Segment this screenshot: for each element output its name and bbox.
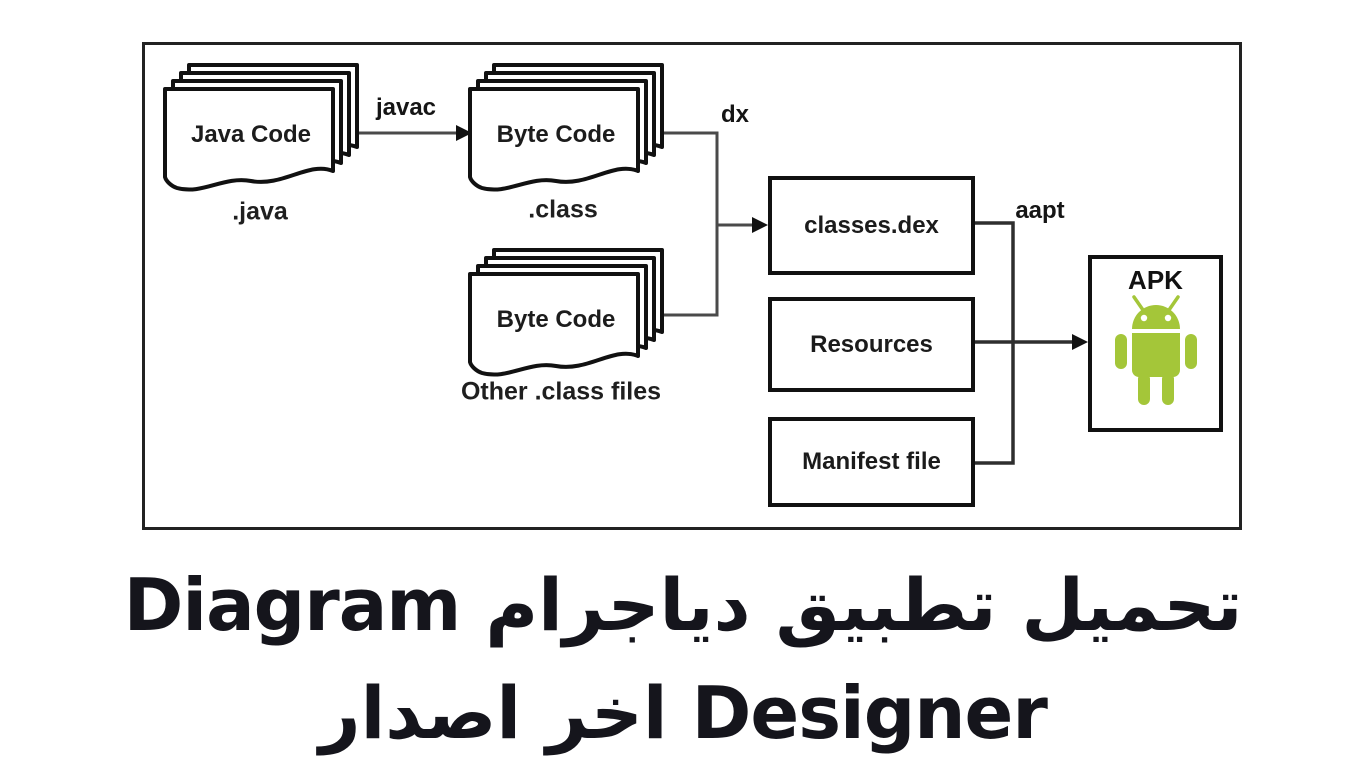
- aapt-label: aapt: [1015, 197, 1065, 224]
- java-code-stack: Java Code: [163, 63, 359, 197]
- document-stack-icon: [163, 63, 359, 192]
- android-robot-icon: [1114, 294, 1197, 405]
- caption-line-2: Designer اخر اصدار: [319, 671, 1048, 755]
- other-class-stack: Byte Code: [468, 248, 664, 382]
- build-process-diagram: Java Code .java Byte Code .class: [142, 42, 1242, 530]
- classes-dex-box: classes.dex: [768, 176, 975, 275]
- byte-code-stack: Byte Code: [468, 63, 664, 197]
- connector-lines: [350, 125, 1088, 465]
- apk-label: APK: [1128, 265, 1183, 295]
- javac-label: javac: [375, 94, 437, 121]
- apk-box: APK: [1088, 255, 1223, 432]
- javac-arrow: [350, 125, 472, 141]
- page-caption: تحميل تطبيق دياجرام Diagram Designer اخر…: [0, 551, 1366, 767]
- dx-connector: [650, 131, 768, 317]
- stack-text: Byte Code: [496, 121, 616, 148]
- manifest-box: Manifest file: [768, 417, 975, 507]
- java-file-caption: .java: [232, 197, 288, 226]
- dx-label: dx: [720, 101, 750, 128]
- aapt-connector: [975, 221, 1088, 465]
- stack-text: Java Code: [190, 121, 312, 148]
- stack-text: Byte Code: [496, 306, 616, 333]
- caption-line-1: تحميل تطبيق دياجرام Diagram: [123, 563, 1244, 647]
- class-file-caption: .class: [528, 195, 598, 224]
- other-class-caption: Other .class files: [460, 377, 662, 406]
- resources-box: Resources: [768, 297, 975, 392]
- document-stack-icon: [468, 63, 664, 192]
- document-stack-icon: [468, 248, 664, 377]
